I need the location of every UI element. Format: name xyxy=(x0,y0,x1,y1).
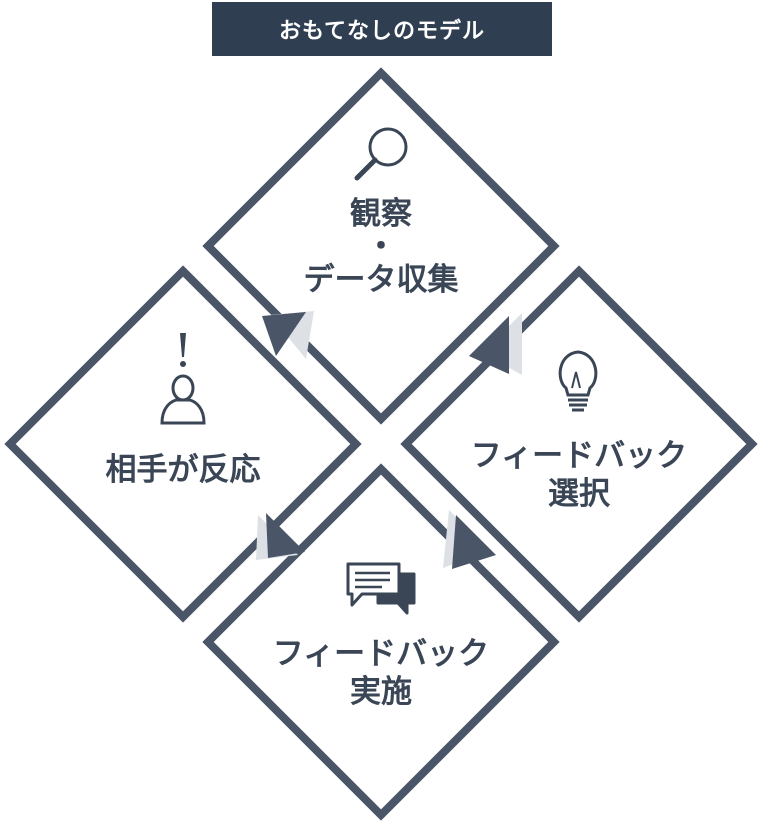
arrow-feedback-execute-to-response xyxy=(256,513,305,560)
arrow-observe-to-feedback-select xyxy=(469,313,522,375)
node-observe-label: 観察 ・ データ収集 xyxy=(281,196,481,300)
node-response-label: 相手が反応 xyxy=(73,452,293,490)
diagram-title: おもてなしのモデル xyxy=(212,2,552,56)
arrow-feedback-select-to-feedback-execute xyxy=(443,510,496,569)
node-feedback-execute-line-2: 実施 xyxy=(350,673,412,710)
lightbulb-icon xyxy=(558,350,598,412)
node-feedback-select-line-2: 選択 xyxy=(548,475,610,512)
arrow-response-to-observe xyxy=(262,311,314,359)
node-observe-line-3: データ収集 xyxy=(303,261,459,298)
node-feedback-execute-label: フィードバック 実施 xyxy=(261,636,501,712)
node-feedback-execute-line-1: フィードバック xyxy=(272,636,490,672)
node-observe-line-1: 観察 xyxy=(350,196,412,232)
node-feedback-select-line-1: フィードバック xyxy=(470,438,688,474)
node-feedback-select-label: フィードバック 選択 xyxy=(459,438,699,514)
magnifier-icon xyxy=(354,127,408,181)
node-observe-line-2: ・ xyxy=(365,228,397,265)
speech-bubbles-icon xyxy=(346,562,416,615)
person-alert-icon xyxy=(160,333,206,425)
node-response-line-1: 相手が反応 xyxy=(105,452,261,488)
